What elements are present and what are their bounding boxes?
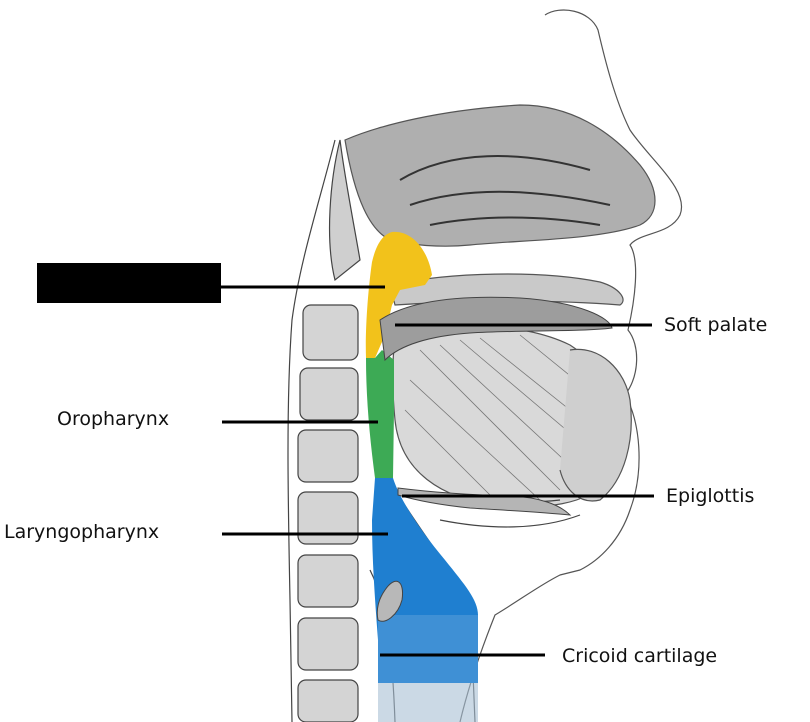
- redacted-label-box: [37, 263, 221, 303]
- arytenoid: [376, 580, 404, 622]
- lower-lip-jaw: [559, 348, 632, 502]
- nasal-turbinates: [399, 155, 611, 226]
- vertebra: [297, 554, 359, 608]
- occipital-bone: [328, 139, 361, 282]
- label-oropharynx: Oropharynx: [57, 408, 170, 430]
- vertebra: [302, 304, 359, 361]
- trachea-lower-band: [378, 683, 478, 722]
- vertebral-column: [287, 139, 361, 722]
- oropharynx-region: [366, 350, 394, 478]
- label-laryngopharynx: Laryngopharynx: [4, 521, 160, 543]
- soft-palate-shape: [379, 296, 613, 362]
- nasal-cavity: [344, 104, 656, 247]
- vertebra: [297, 617, 359, 671]
- vertebra: [297, 491, 359, 545]
- vertebra: [297, 429, 359, 483]
- pharynx-regions: [365, 231, 613, 722]
- vertebra: [297, 679, 359, 722]
- face-profile: [459, 9, 683, 722]
- label-soft-palate: Soft palate: [664, 314, 768, 336]
- label-cricoid-cartilage: Cricoid cartilage: [562, 645, 718, 667]
- tongue-fibers: [404, 334, 601, 506]
- label-epiglottis: Epiglottis: [666, 485, 755, 507]
- vertebra: [299, 367, 359, 421]
- spine-posterior-outline: [287, 139, 336, 722]
- laryngopharynx-lower-band: [378, 615, 478, 683]
- leader-lines: [221, 285, 654, 657]
